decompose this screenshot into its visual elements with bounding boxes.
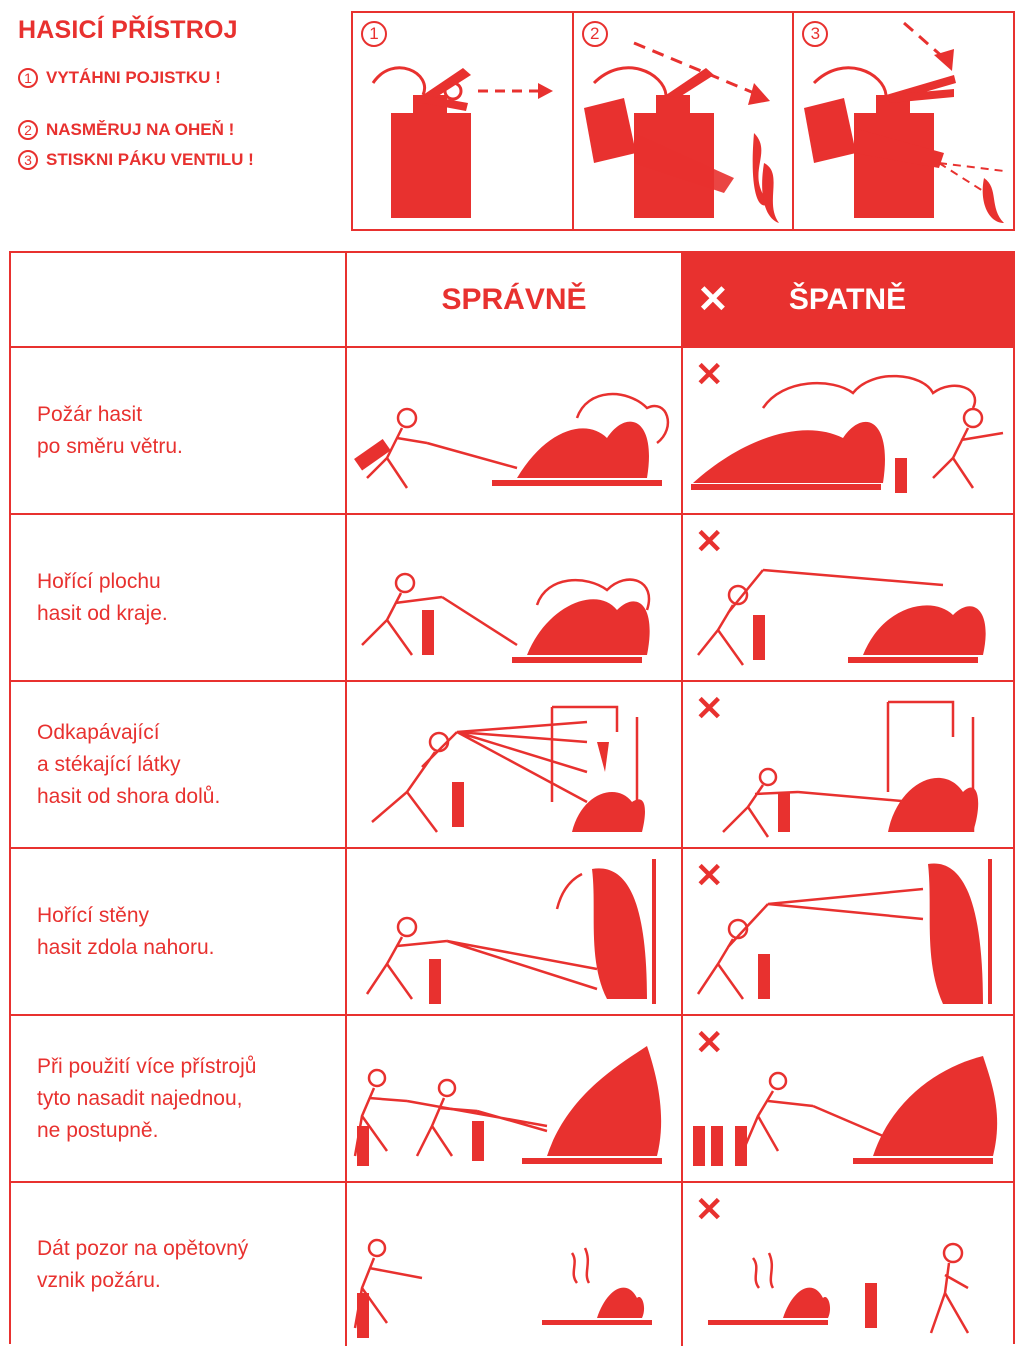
- upwind-wrong-illustration: [691, 374, 1004, 493]
- aim-illustration: [583, 41, 779, 223]
- table-header-row: SPRÁVNĚ ✕ ŠPATNĚ: [11, 253, 1013, 348]
- table-row: Dát pozor na opětovný vznik požáru. ✕: [11, 1183, 1013, 1346]
- instruction-step-1: 1 VYTÁHNI POJISTKU !: [18, 68, 221, 88]
- table-row: Při použití více přístrojů tyto nasadit …: [11, 1016, 1013, 1183]
- step-text: NASMĚRUJ NA OHEŇ !: [46, 120, 235, 139]
- wrong-x-icon: ✕: [697, 279, 729, 321]
- wrong-x-icon: ✕: [695, 523, 724, 561]
- column-header-wrong-label: ŠPATNĚ: [788, 282, 907, 316]
- rule-text: Hořící plochu hasit od kraje.: [37, 569, 168, 625]
- rule-text: Dát pozor na opětovný vznik požáru.: [37, 1236, 249, 1292]
- step-number: 3: [18, 150, 38, 170]
- multiple-wrong-illustration: [693, 1056, 998, 1166]
- dripping-correct-illustration: [371, 705, 645, 833]
- reignition-wrong-illustration: [708, 1242, 970, 1334]
- page-title: HASICÍ PŘÍSTROJ: [18, 16, 238, 44]
- column-header-correct: SPRÁVNĚ: [347, 253, 683, 346]
- pull-pin-illustration: [371, 66, 553, 218]
- wrong-x-icon: ✕: [695, 1024, 724, 1062]
- header-empty-cell: [11, 253, 347, 346]
- reignition-correct-illustration: [353, 1238, 652, 1338]
- wrong-x-icon: ✕: [695, 690, 724, 728]
- wrong-x-icon: ✕: [695, 356, 724, 394]
- step-panel-3: 3: [794, 13, 1013, 229]
- instruction-step-2: 2 NASMĚRUJ NA OHEŇ !: [18, 120, 234, 140]
- step-panel-2: 2: [574, 13, 795, 229]
- step-illustrations: 1 2 3: [351, 11, 1015, 231]
- table-row: Hořící stěny hasit zdola nahoru. ✕: [11, 849, 1013, 1016]
- edge-wrong-illustration: [697, 568, 986, 666]
- walls-wrong-illustration: [696, 859, 992, 1004]
- table-row: Hořící plochu hasit od kraje. ✕: [11, 515, 1013, 682]
- step-text: STISKNI PÁKU VENTILU !: [46, 150, 254, 169]
- step-panel-1: 1: [353, 13, 574, 229]
- column-header-wrong: ✕ ŠPATNĚ: [683, 253, 1013, 346]
- rules-table: SPRÁVNĚ ✕ ŠPATNĚ Požár hasit po směru vě…: [9, 251, 1015, 1346]
- rule-text: Odkapávající a stékající látky hasit od …: [37, 720, 221, 808]
- panel-number: 3: [802, 21, 829, 47]
- dripping-wrong-illustration: [722, 700, 979, 838]
- edge-correct-illustration: [361, 572, 651, 663]
- step-number: 2: [18, 120, 38, 140]
- table-row: Odkapávající a stékající látky hasit od …: [11, 682, 1013, 849]
- walls-correct-illustration: [365, 859, 656, 1004]
- step-number: 1: [18, 68, 38, 88]
- table-row: Požár hasit po směru větru. ✕: [11, 348, 1013, 515]
- upwind-correct-illustration: [354, 392, 669, 489]
- multiple-correct-illustration: [353, 1046, 662, 1166]
- squeeze-lever-illustration: [804, 21, 1005, 223]
- rule-text: Požár hasit po směru větru.: [37, 402, 183, 458]
- rule-text: Při použití více přístrojů tyto nasadit …: [37, 1054, 257, 1142]
- instruction-step-3: 3 STISKNI PÁKU VENTILU !: [18, 150, 254, 170]
- panel-number: 2: [581, 21, 608, 47]
- rule-text: Hořící stěny hasit zdola nahoru.: [37, 903, 215, 959]
- panel-number: 1: [361, 21, 387, 47]
- wrong-x-icon: ✕: [695, 857, 724, 895]
- wrong-x-icon: ✕: [695, 1191, 724, 1229]
- step-text: VYTÁHNI POJISTKU !: [46, 68, 221, 87]
